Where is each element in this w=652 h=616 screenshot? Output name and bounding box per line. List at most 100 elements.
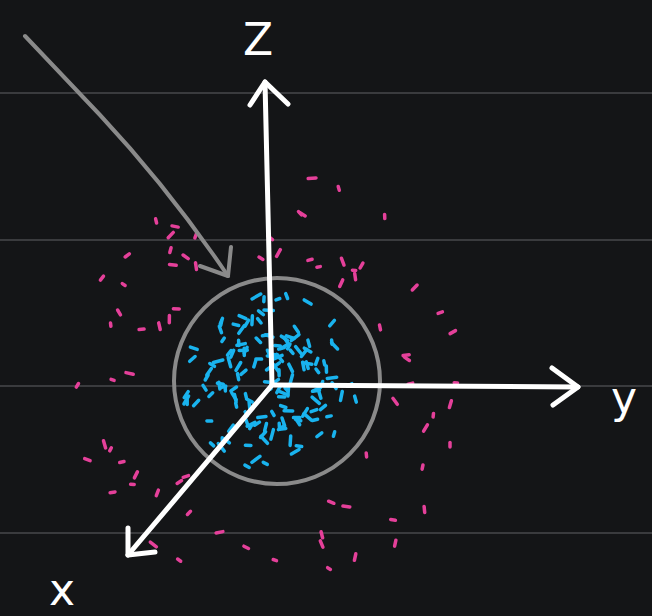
outer-dot <box>395 540 396 546</box>
inner-dot <box>258 319 262 323</box>
outer-dot <box>109 323 113 326</box>
inner-dot <box>254 361 256 367</box>
inner-dot <box>320 405 325 409</box>
inner-dot <box>281 345 288 349</box>
inner-dot <box>245 444 251 448</box>
inner-dot <box>194 400 199 405</box>
outer-dot <box>120 462 124 463</box>
inner-dot <box>284 409 293 413</box>
inner-dot <box>190 347 197 349</box>
inner-dot <box>185 400 189 405</box>
inner-dot <box>308 340 310 346</box>
outer-dot <box>196 263 197 270</box>
outer-dot <box>104 441 106 448</box>
inner-dot <box>290 375 292 384</box>
inner-dot <box>207 419 212 423</box>
axes <box>128 82 578 555</box>
inner-dot <box>233 324 239 325</box>
outer-dot <box>216 532 223 533</box>
inner-dot <box>312 419 317 420</box>
outer-dot <box>111 379 114 380</box>
outer-dot <box>273 560 276 561</box>
inner-dot <box>222 338 224 341</box>
outer-dot <box>338 187 339 191</box>
inner-dot <box>184 392 188 398</box>
inner-dot <box>277 423 281 429</box>
outer-dot <box>173 307 179 311</box>
outer-dot <box>412 285 417 290</box>
axis-label: x <box>49 568 75 612</box>
outer-dot <box>110 490 115 494</box>
outer-dot <box>404 357 409 360</box>
inner-dot <box>261 432 266 438</box>
outer-dot <box>177 481 182 484</box>
inner-dot <box>222 386 226 387</box>
inner-dot <box>239 316 246 319</box>
outer-dot <box>352 268 355 272</box>
outer-dot <box>168 232 173 237</box>
inner-dot <box>327 414 331 418</box>
inner-dot <box>210 364 215 367</box>
outer-dot <box>308 259 312 260</box>
inner-dot <box>219 326 221 332</box>
inner-dot <box>319 392 321 398</box>
outer-dot <box>431 413 435 417</box>
inner-dot <box>296 347 302 354</box>
outer-dot <box>110 448 112 451</box>
inner-dot <box>228 351 232 356</box>
inner-dot <box>250 425 252 429</box>
inner-dot <box>341 391 343 400</box>
inner-dot <box>289 364 293 371</box>
outer-dot <box>187 511 190 514</box>
inner-dot <box>304 363 312 364</box>
outer-dot <box>150 542 156 547</box>
outer-dot <box>380 325 381 330</box>
outer-dot <box>308 176 316 180</box>
inner-dot <box>304 348 311 352</box>
outer-dot <box>118 310 121 315</box>
outer-dot <box>244 546 249 548</box>
inner-dot <box>325 366 329 372</box>
inner-dot <box>271 430 274 440</box>
inner-dot <box>277 354 283 361</box>
outer-dot <box>448 443 452 447</box>
inner-dot <box>288 436 292 446</box>
outer-dot <box>172 226 178 227</box>
outer-dot <box>183 476 188 478</box>
inner-dot <box>290 350 293 353</box>
inner-dot <box>242 348 246 355</box>
inner-dot <box>313 389 320 393</box>
axis-label: Z <box>243 18 273 62</box>
outer-dot <box>122 284 125 286</box>
inner-dot <box>317 433 322 437</box>
inner-dot <box>294 416 300 420</box>
outer-dot <box>317 265 320 269</box>
outer-dot <box>364 453 368 457</box>
outer-dot <box>170 263 177 267</box>
outer-dot <box>353 274 357 280</box>
outer-dot <box>450 331 455 334</box>
inner-dot <box>241 370 246 374</box>
inner-dot <box>247 399 253 402</box>
inner-dot <box>272 411 274 415</box>
inner-dot <box>219 382 220 389</box>
inner-dot <box>236 363 241 371</box>
pointer-arrow <box>25 36 231 276</box>
inner-dot <box>304 300 311 304</box>
outer-dot <box>420 465 424 469</box>
outer-dot <box>321 532 323 538</box>
inner-dot <box>220 318 222 324</box>
outer-dot <box>328 568 331 570</box>
inner-dot <box>203 385 206 390</box>
inner-dot <box>296 444 302 448</box>
inner-dot <box>327 377 336 378</box>
inner-dot <box>234 403 238 407</box>
inner-dot <box>213 360 222 363</box>
outer-dot <box>329 501 334 503</box>
inner-dot <box>235 395 237 402</box>
inner-dot <box>282 418 285 426</box>
inner-dot <box>332 343 338 349</box>
inner-dot <box>263 462 267 464</box>
outer-dot <box>159 323 161 330</box>
